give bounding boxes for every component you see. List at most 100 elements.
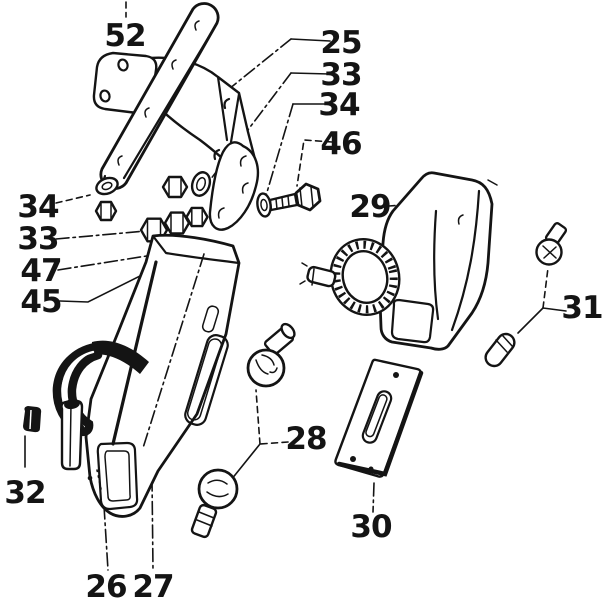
callout-45: 45 <box>20 284 61 320</box>
harness-sleeve-cap <box>64 398 80 410</box>
bulb-filament <box>255 354 278 375</box>
plate-hole <box>393 372 399 378</box>
cover-tick-marks <box>457 179 498 225</box>
leader-31 <box>542 307 567 312</box>
callout-29: 29 <box>349 189 390 225</box>
callout-34-left: 34 <box>17 189 59 225</box>
callout-28: 28 <box>285 421 326 457</box>
bracket-tab-part <box>208 141 260 231</box>
fastener-cluster <box>94 171 212 254</box>
bulb-large-bottom-part <box>190 468 239 539</box>
plate-shadow-edge <box>336 370 424 477</box>
clamp-hatched-band <box>332 240 398 314</box>
leader-46 <box>296 139 333 187</box>
washer-hole <box>260 198 268 212</box>
clamp-screw-slots <box>299 262 315 286</box>
bulb-small-top-part <box>535 222 568 266</box>
rubber-cover-part <box>378 171 498 351</box>
leader-31-up <box>542 267 549 309</box>
callout-33-left: 33 <box>17 221 58 257</box>
plate-hole <box>350 456 356 462</box>
grommet-part <box>23 406 42 433</box>
leader-34-right-diagonal <box>264 103 294 200</box>
washer-hole <box>101 181 113 191</box>
plate-hole <box>368 466 374 472</box>
leader-33-right <box>290 72 331 75</box>
grommet-body <box>23 406 42 433</box>
cover-face-line <box>433 209 440 321</box>
plate-slot <box>361 390 393 444</box>
washer-part <box>95 176 119 196</box>
bolt-head-facets <box>299 186 314 208</box>
bulb-base-threads <box>196 511 215 527</box>
cover-bottom-recess <box>390 298 435 344</box>
housing-outline <box>84 233 241 518</box>
hose-clamp-part <box>299 238 401 316</box>
leader-28-down <box>230 443 261 481</box>
housing-point-mark <box>87 475 93 481</box>
bulb-small-bottom-part <box>484 332 516 368</box>
callout-30: 30 <box>350 509 392 545</box>
hex-nut-facets <box>191 207 203 227</box>
leader-25 <box>290 38 331 42</box>
callout-46: 46 <box>320 126 361 162</box>
hex-nut-part <box>161 175 189 199</box>
mounting-plate-hole <box>117 58 129 72</box>
housing-side-recess <box>184 334 229 426</box>
clamp-screw <box>306 265 337 288</box>
hex-nut-facets <box>100 201 112 221</box>
leader-34-left <box>55 194 91 204</box>
leader-25-diagonal <box>228 38 292 90</box>
callout-26: 26 <box>85 569 126 605</box>
leader-30 <box>372 482 375 513</box>
washer-part <box>190 171 212 197</box>
bulb-glass <box>246 348 286 388</box>
cover-outline <box>378 171 494 351</box>
housing-notch <box>201 305 220 333</box>
bulb-glass <box>197 468 239 510</box>
wiring-harness-part <box>52 340 149 471</box>
housing-lens-face-inner <box>104 450 131 502</box>
leader-26 <box>103 505 109 571</box>
harness-sleeve-line <box>69 403 72 467</box>
grommet-highlight <box>29 409 32 430</box>
leader-31-down <box>517 307 544 334</box>
callout-25: 25 <box>320 25 361 61</box>
housing-lens-face <box>96 441 139 511</box>
strap-inner-edge <box>122 28 215 180</box>
mounting-plate-hole <box>99 89 111 103</box>
bracket-tab-marks <box>217 155 249 219</box>
housing-side-recess-inner <box>186 338 223 421</box>
hex-nut-part <box>163 211 191 235</box>
washer-hole <box>195 176 207 192</box>
callout-34-right: 34 <box>318 87 360 123</box>
harness-loop <box>52 342 103 436</box>
callout-33-right: 33 <box>320 57 361 93</box>
leader-33-right-diagonal <box>206 72 292 185</box>
leader-27 <box>151 477 154 571</box>
harness-sleeve-tube <box>60 399 84 471</box>
callout-52: 52 <box>104 18 145 54</box>
bulb-capsule-lines <box>495 335 514 353</box>
clamp-inner-ring <box>341 250 389 304</box>
callout-47: 47 <box>20 253 61 289</box>
bulb-base-cap <box>280 322 296 340</box>
gasket-plate-part <box>334 358 424 478</box>
harness-corner-wrap <box>91 340 149 374</box>
hex-nut-facets <box>168 176 182 198</box>
leader-33-left <box>55 230 147 240</box>
callout-32: 32 <box>4 475 45 511</box>
hex-nut-facets <box>170 211 184 235</box>
bolt-threads <box>275 195 290 210</box>
callout-31: 31 <box>561 290 602 326</box>
cover-edge-line <box>450 189 481 332</box>
callout-labels: 52 25 33 34 46 29 31 34 33 47 45 32 28 3… <box>4 18 603 605</box>
bulb-filament <box>206 479 229 498</box>
strap-hole-marks <box>117 20 200 166</box>
lamp-housing-part <box>84 233 241 518</box>
bulb-filament-cross <box>542 245 557 259</box>
hex-nut-part <box>94 200 118 222</box>
